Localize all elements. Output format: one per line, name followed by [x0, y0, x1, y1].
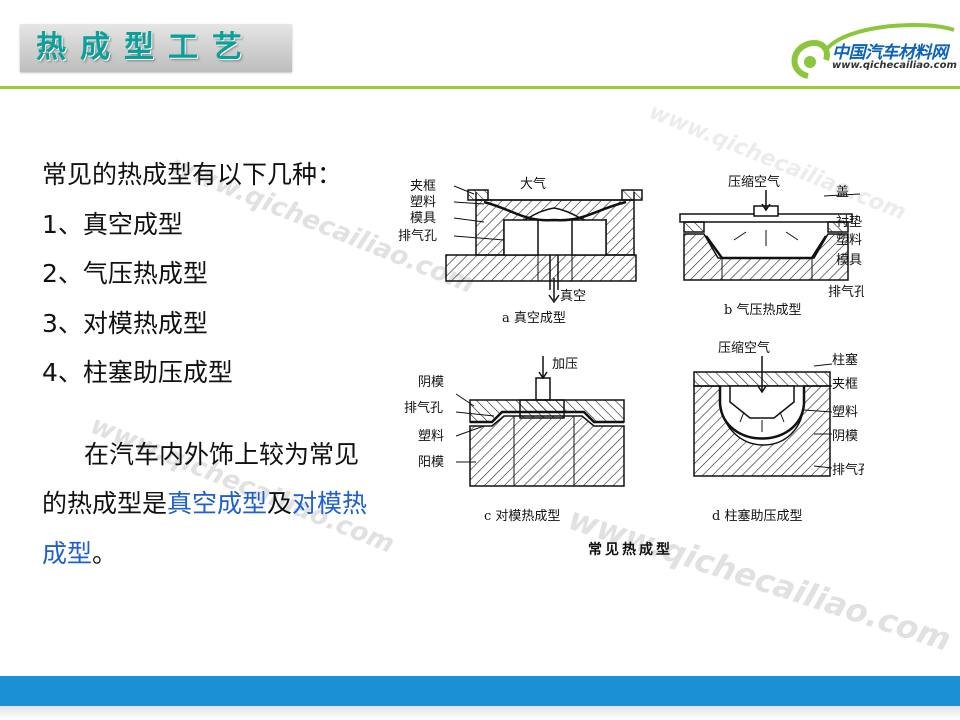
para-text: 在汽车内外饰上较为常见的热成型是 [42, 439, 360, 519]
highlight-vacuum: 真空成型 [167, 489, 268, 518]
header-divider [0, 86, 960, 89]
label: 塑料 [410, 195, 436, 210]
page-title: 热成型工艺 [36, 30, 256, 65]
title-box [20, 24, 292, 72]
label: 排气孔 [404, 400, 443, 416]
diagram-a [445, 185, 643, 304]
content-text: 常见的热成型有以下几种： 1、真空成型 2、气压热成型 3、对模热成型 4、柱塞… [42, 150, 372, 578]
list-item: 1、真空成型 [42, 209, 183, 239]
diagram-b [679, 190, 861, 281]
diagram-caption: c 对模热成型 [484, 509, 560, 524]
label: 柱塞 [832, 352, 858, 368]
highlight-matched-mold: 对模热成型 [42, 489, 368, 568]
para-text: 及 [267, 489, 293, 518]
label: 加压 [552, 357, 578, 372]
diagram-caption: d 柱塞助压成型 [712, 508, 802, 524]
label: 衬垫 [836, 214, 862, 230]
para-text: 。 [92, 538, 118, 568]
logo-name: 中国汽车材料网 [832, 43, 948, 63]
intro-line: 常见的热成型有以下几种： [42, 160, 343, 189]
footer-bar [0, 676, 960, 706]
label: 夹框 [410, 179, 436, 194]
thermoforming-figure: 夹框 塑料 模具 排气孔 大气 真空 a 真空成型 压缩空气 盖 衬垫 塑料 模… [398, 174, 864, 558]
label: 压缩空气 [728, 174, 780, 190]
label: 阴模 [832, 429, 858, 444]
figure-caption: 常见热成型 [588, 541, 673, 558]
label: 模具 [410, 211, 436, 226]
label: 模具 [836, 253, 862, 268]
site-logo [791, 22, 955, 79]
label: 夹框 [832, 377, 858, 392]
label: 压缩空气 [718, 340, 770, 356]
label: 排气孔 [828, 284, 864, 300]
label: 阴模 [418, 375, 444, 390]
label: 真空 [560, 289, 586, 304]
label: 排气孔 [398, 228, 437, 244]
label: 盖 [836, 185, 849, 200]
diagram-caption: b 气压热成型 [724, 302, 801, 318]
label: 阳模 [418, 455, 444, 470]
diagram-c [455, 356, 625, 487]
summary-paragraph: 在汽车内外饰上较为常见的热成型是真空成型及对模热成型。 [42, 430, 372, 579]
label: 塑料 [832, 405, 858, 420]
footer-shadow [0, 706, 960, 720]
list-item: 2、气压热成型 [42, 259, 208, 288]
diagram-caption: a 真空成型 [502, 311, 566, 326]
label: 排气孔 [832, 462, 864, 478]
logo-url: www.qichecailiao.com [832, 60, 957, 71]
label: 大气 [520, 176, 546, 192]
label: 塑料 [418, 429, 444, 444]
list-item: 4、柱塞助压成型 [42, 358, 233, 387]
label: 塑料 [836, 233, 862, 248]
list-item: 3、对模热成型 [42, 308, 208, 338]
diagram-d [693, 356, 833, 477]
